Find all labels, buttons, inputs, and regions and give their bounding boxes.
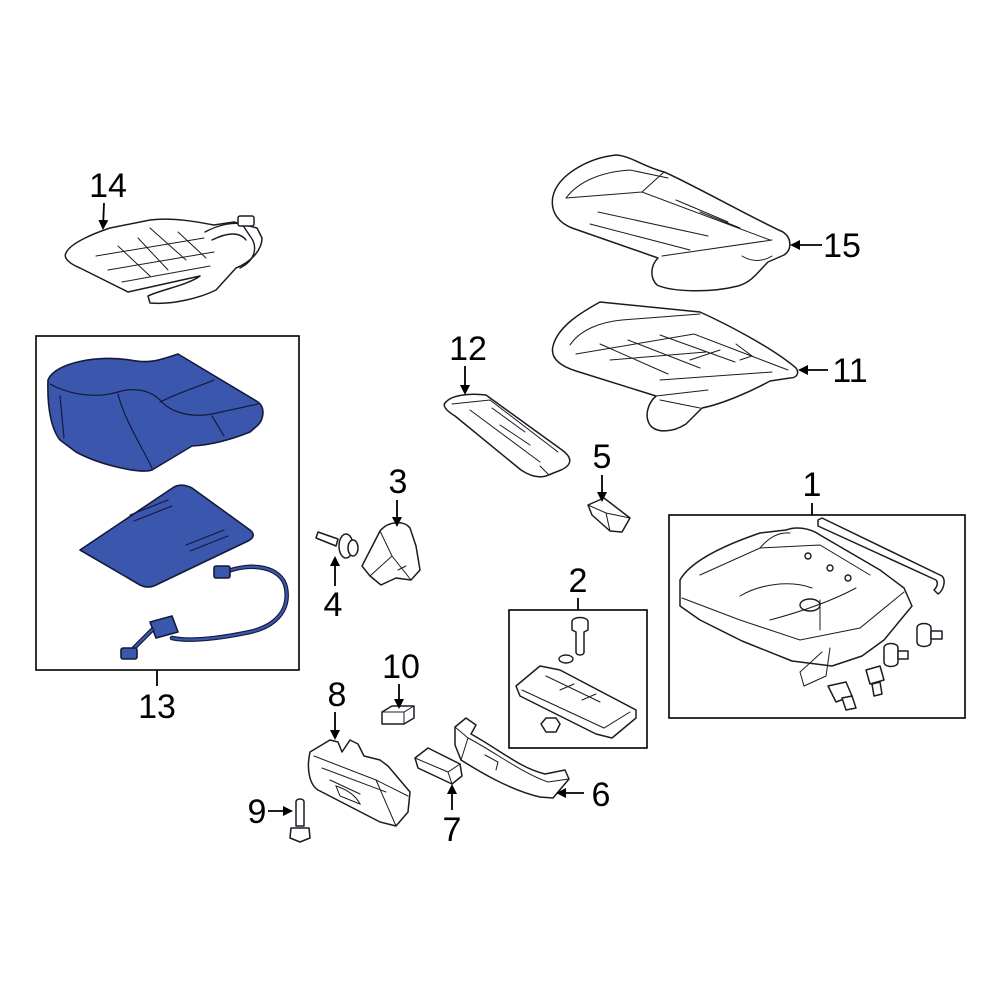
part-1-frame-detail [681, 532, 905, 687]
part-13-connector-b [149, 615, 179, 639]
part-13-connector-a [213, 565, 231, 579]
callout-5: 5 [593, 438, 612, 476]
part-1-bolt-c-head [865, 665, 885, 685]
callout-8: 8 [328, 676, 347, 714]
part-1-frame-outline [679, 527, 913, 667]
part-6-trim-bar[interactable] [454, 717, 570, 799]
callout-9: 9 [248, 793, 267, 831]
part-8-detail [313, 755, 409, 827]
part-1-bolt-d [827, 681, 857, 711]
part-14-connector [237, 215, 255, 227]
callout-10: 10 [382, 648, 420, 686]
part-1-bolt-c [865, 665, 885, 697]
part-13-connector-c [120, 647, 138, 660]
part-1-rod [817, 517, 945, 595]
callout-1: 1 [803, 466, 822, 504]
part-13-wiring-harness[interactable] [120, 564, 289, 660]
part-7-detail [414, 757, 461, 785]
part-2-nut [540, 717, 561, 733]
part-14-heater-mat[interactable] [64, 215, 263, 305]
part-9-head [289, 827, 311, 843]
callout-15: 15 [823, 227, 861, 265]
part-7-outline [414, 747, 463, 785]
part-8-outline [307, 739, 411, 827]
callout-7: 7 [443, 811, 462, 849]
callout-13: 13 [138, 688, 176, 726]
part-13-pad-slots [129, 499, 229, 552]
part-1-bolt-a [916, 622, 943, 648]
callout-14: 14 [89, 167, 127, 205]
part-1-bolt-a-head [916, 622, 932, 648]
callout-12: 12 [449, 330, 487, 368]
part-6-detail [454, 726, 570, 783]
part-4-push-pin[interactable] [315, 531, 359, 559]
part-11-outline [551, 301, 799, 432]
part-2-washer [558, 654, 574, 664]
part-11-structure [569, 313, 789, 409]
part-10-block[interactable] [381, 705, 415, 725]
part-1-bolt-d-shank [841, 695, 857, 711]
part-13-wire-inner [170, 565, 288, 641]
part-13-cushion-foam[interactable] [47, 353, 264, 472]
part-1-frame-hole-2 [826, 564, 834, 572]
part-9-bolt[interactable] [289, 798, 311, 843]
part-9-shank [295, 798, 305, 827]
part-10-edge [381, 705, 415, 725]
part-14-grid [95, 227, 215, 283]
part-1-box [668, 514, 966, 719]
part-7-trim-piece[interactable] [414, 747, 463, 785]
part-2-mounting-kit[interactable] [515, 616, 637, 739]
part-1-bolt-c-shank [871, 681, 883, 697]
part-15-seams [565, 169, 773, 261]
callout-11: 11 [832, 352, 867, 390]
part-1-bolt-b-shank [897, 650, 909, 660]
callout-labels: 14 15 12 11 3 5 1 4 2 13 10 8 6 9 7 [89, 167, 868, 849]
callout-6: 6 [592, 776, 611, 814]
part-13-foam-body [47, 353, 264, 472]
part-1-bolt-a-shank [930, 630, 943, 640]
part-1-frame-hole-4 [804, 552, 812, 560]
part-13-heater-pad[interactable] [79, 484, 254, 588]
part-14-outline [64, 218, 263, 305]
callout-2: 2 [569, 562, 588, 600]
leader-14 [98, 202, 109, 230]
part-2-bolt [571, 616, 589, 656]
part-15-seat-cover[interactable] [551, 154, 791, 292]
part-12-front-panel[interactable] [443, 393, 571, 478]
part-12-outline [443, 393, 571, 478]
leader-lines [98, 202, 828, 816]
part-1-frame-hole [799, 598, 821, 612]
part-8-trim-cover[interactable] [307, 739, 411, 827]
part-1-bolt-b [883, 642, 909, 668]
part-5-detail [587, 504, 631, 532]
part-3-detail [369, 530, 412, 581]
callout-4: 4 [324, 586, 343, 624]
part-1-seat-frame[interactable] [679, 517, 945, 711]
part-13-foam-contours [49, 379, 259, 469]
part-14-wire [204, 222, 256, 269]
part-1-bolt-b-head [883, 642, 899, 668]
part-13-pad-body [79, 484, 254, 588]
part-4-cap [347, 539, 359, 557]
part-2-plate-detail [521, 675, 631, 729]
part-11-cushion-pad[interactable] [551, 301, 799, 432]
part-4-shaft [315, 531, 339, 547]
part-1-frame-hole-3 [844, 574, 852, 582]
part-15-outline [551, 154, 791, 292]
part-13-box [35, 335, 300, 671]
part-3-bracket[interactable] [361, 522, 421, 586]
part-12-details [451, 399, 559, 475]
callout-3: 3 [389, 463, 408, 501]
part-2-plate [515, 665, 637, 739]
part-6-outline [454, 717, 570, 799]
part-5-clip[interactable] [587, 497, 631, 533]
part-13-pigtail-inner [132, 628, 154, 650]
